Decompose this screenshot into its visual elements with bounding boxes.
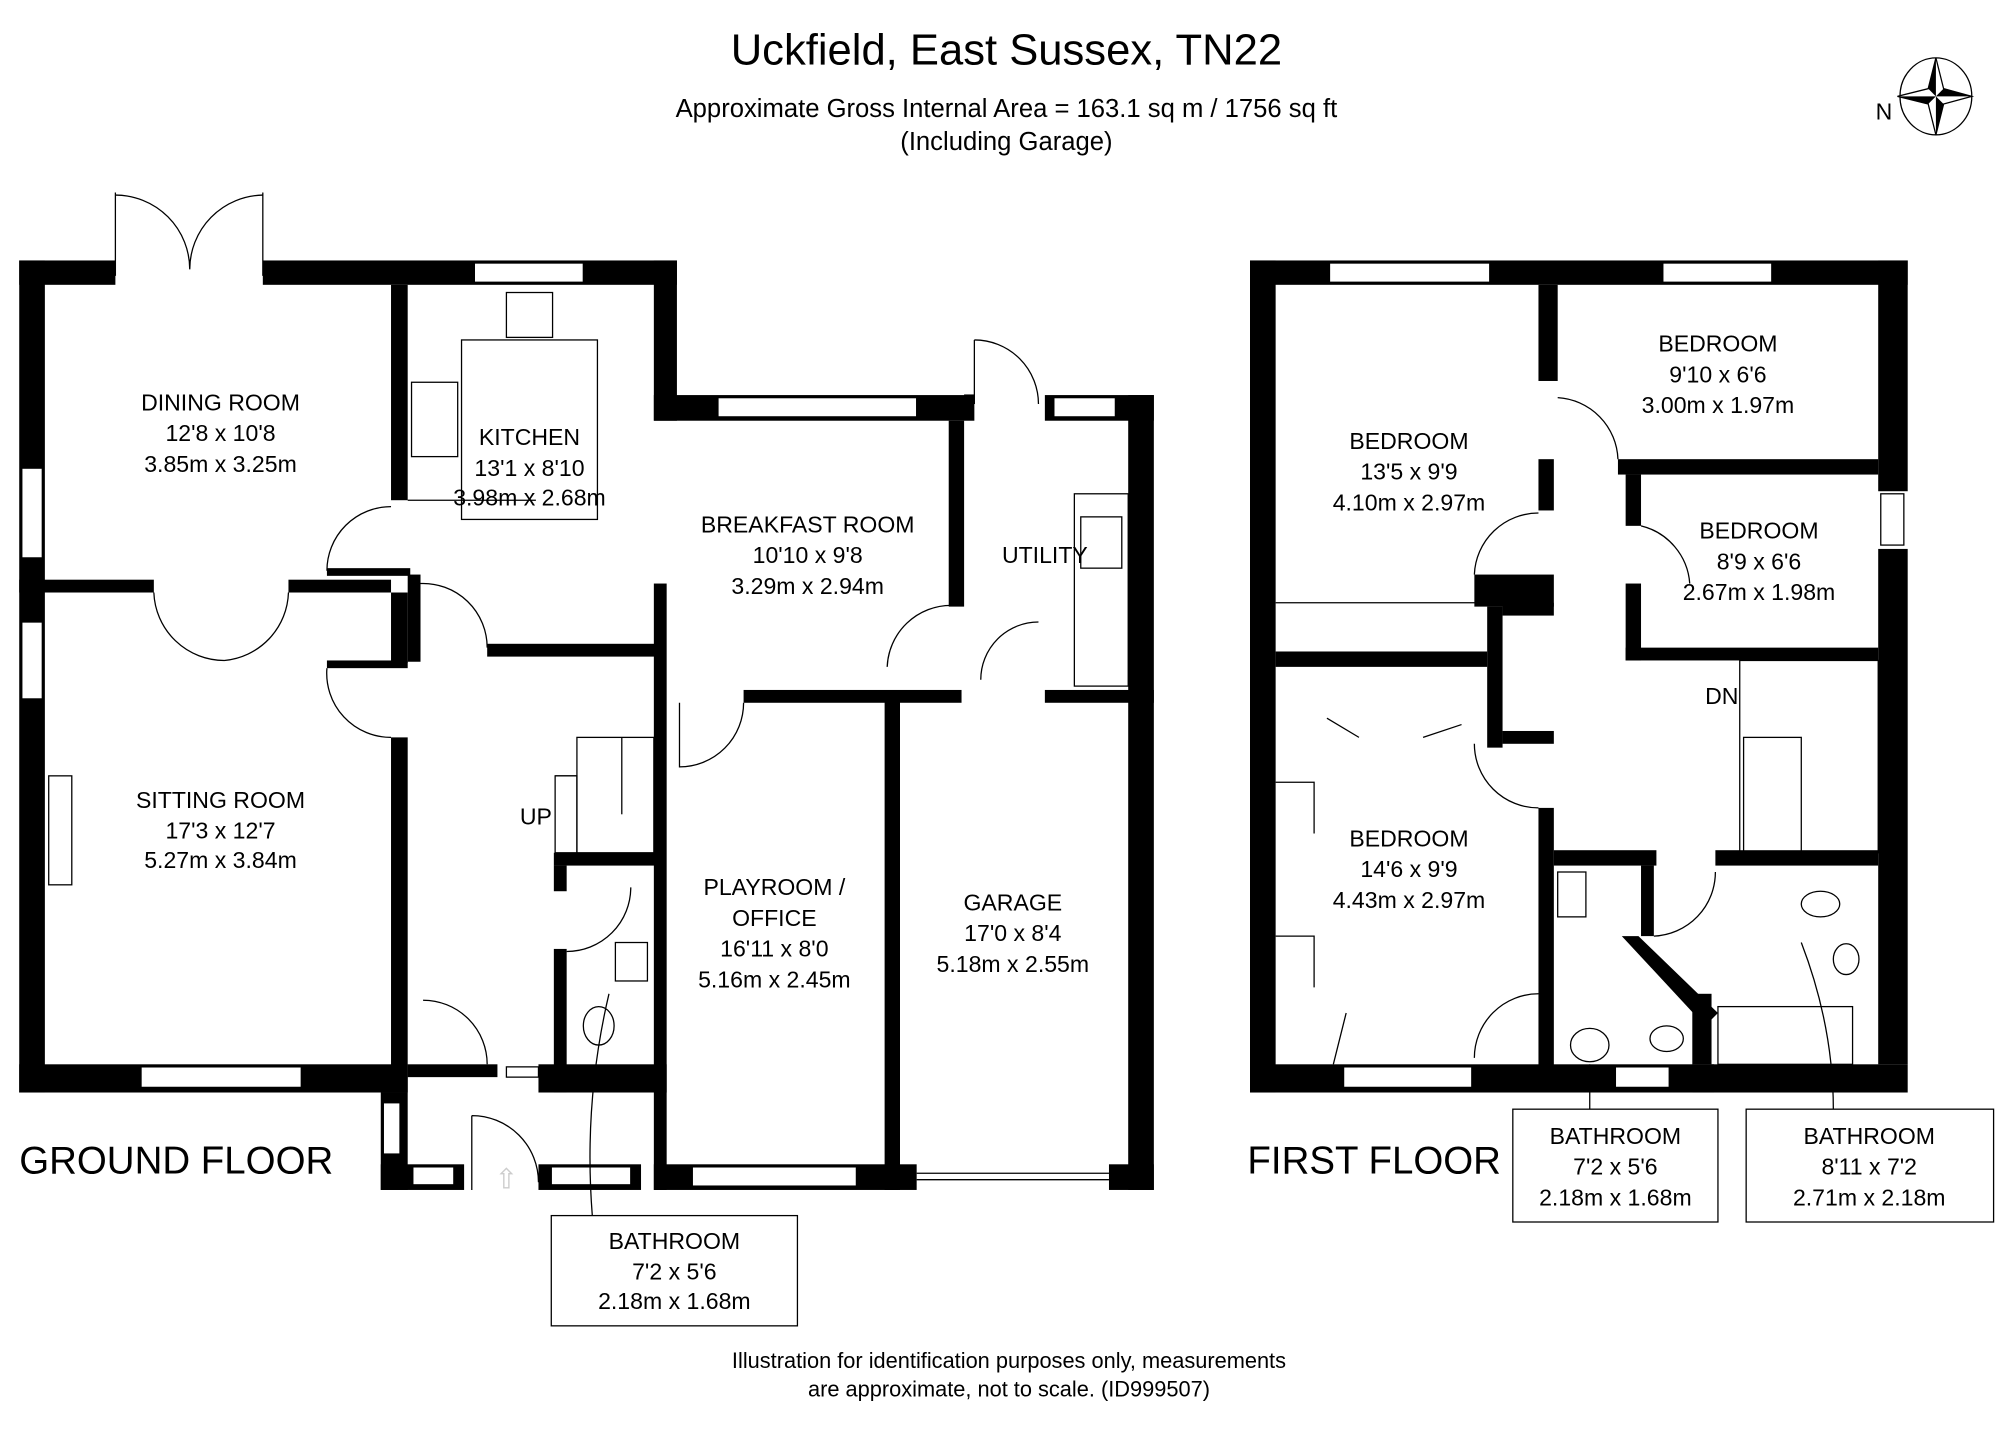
area-note: (Including Garage) <box>900 128 1112 156</box>
svg-text:PLAYROOM /: PLAYROOM / <box>703 874 845 900</box>
first-floor-walls <box>1250 260 1908 1093</box>
svg-text:2.71m x 2.18m: 2.71m x 2.18m <box>1793 1184 1946 1210</box>
svg-text:3.29m x 2.94m: 3.29m x 2.94m <box>731 573 884 599</box>
svg-text:5.16m x 2.45m: 5.16m x 2.45m <box>698 966 851 992</box>
svg-text:BATHROOM: BATHROOM <box>1550 1123 1682 1149</box>
room-bedroom-1: BEDROOM 13'5 x 9'9 4.10m x 2.97m <box>1333 428 1486 516</box>
svg-text:16'11 x 8'0: 16'11 x 8'0 <box>720 936 828 962</box>
svg-text:GARAGE: GARAGE <box>963 889 1062 915</box>
room-bedroom-3: BEDROOM 8'9 x 6'6 2.67m x 1.98m <box>1683 518 1836 606</box>
svg-text:4.43m x 2.97m: 4.43m x 2.97m <box>1333 887 1486 913</box>
gross-area: Approximate Gross Internal Area = 163.1 … <box>676 95 1338 123</box>
compass-label: N <box>1876 98 1893 124</box>
room-garage: GARAGE 17'0 x 8'4 5.18m x 2.55m <box>937 889 1090 977</box>
room-dining-room: DINING ROOM 12'8 x 10'8 3.85m x 3.25m <box>141 389 300 477</box>
svg-text:17'3 x 12'7: 17'3 x 12'7 <box>165 818 275 844</box>
svg-text:7'2 x 5'6: 7'2 x 5'6 <box>1573 1154 1657 1180</box>
svg-text:KITCHEN: KITCHEN <box>479 424 580 450</box>
svg-text:13'5 x 9'9: 13'5 x 9'9 <box>1360 459 1457 485</box>
svg-text:3.00m x 1.97m: 3.00m x 1.97m <box>1642 392 1795 418</box>
room-breakfast-room: BREAKFAST ROOM 10'10 x 9'8 3.29m x 2.94m <box>701 511 915 599</box>
svg-text:5.18m x 2.55m: 5.18m x 2.55m <box>937 951 1090 977</box>
stairs-down-label: DN <box>1705 683 1738 709</box>
svg-text:BATHROOM: BATHROOM <box>609 1228 741 1254</box>
svg-text:8'11 x 7'2: 8'11 x 7'2 <box>1821 1154 1917 1180</box>
svg-text:BEDROOM: BEDROOM <box>1658 330 1777 356</box>
svg-text:DINING ROOM: DINING ROOM <box>141 389 300 415</box>
plan-title: Uckfield, East Sussex, TN22 <box>731 26 1282 74</box>
room-bedroom-2: BEDROOM 9'10 x 6'6 3.00m x 1.97m <box>1642 330 1795 418</box>
room-bedroom-4: BEDROOM 14'6 x 9'9 4.43m x 2.97m <box>1333 825 1486 913</box>
svg-text:2.18m x 1.68m: 2.18m x 1.68m <box>1539 1184 1692 1210</box>
svg-text:12'8 x 10'8: 12'8 x 10'8 <box>165 420 275 446</box>
svg-text:BEDROOM: BEDROOM <box>1349 428 1468 454</box>
svg-text:4.10m x 2.97m: 4.10m x 2.97m <box>1333 489 1486 515</box>
room-utility: UTILITY <box>1002 542 1088 568</box>
svg-text:BATHROOM: BATHROOM <box>1803 1123 1935 1149</box>
ground-floor-walls <box>19 192 1154 1190</box>
svg-text:2.67m x 1.98m: 2.67m x 1.98m <box>1683 579 1836 605</box>
entrance-arrow-icon: ⇧ <box>495 1163 519 1195</box>
svg-text:14'6 x 9'9: 14'6 x 9'9 <box>1360 856 1457 882</box>
ground-floor-label: GROUND FLOOR <box>19 1139 333 1182</box>
stairs-up-label: UP <box>520 804 552 830</box>
svg-text:BEDROOM: BEDROOM <box>1699 518 1818 544</box>
svg-text:9'10 x 6'6: 9'10 x 6'6 <box>1669 361 1766 387</box>
room-bathroom-first-1: BATHROOM 7'2 x 5'6 2.18m x 1.68m <box>1512 1064 1719 1223</box>
room-sitting-room: SITTING ROOM 17'3 x 12'7 5.27m x 3.84m <box>48 775 305 886</box>
disclaimer-line-1: Illustration for identification purposes… <box>732 1348 1286 1373</box>
room-playroom-office: PLAYROOM / OFFICE 16'11 x 8'0 5.16m x 2.… <box>698 874 851 992</box>
svg-text:BREAKFAST ROOM: BREAKFAST ROOM <box>701 511 915 537</box>
room-bathroom-first-2: BATHROOM 8'11 x 7'2 2.71m x 2.18m <box>1745 942 1995 1223</box>
svg-text:5.27m x 3.84m: 5.27m x 3.84m <box>144 847 297 873</box>
svg-text:3.98m x 2.68m: 3.98m x 2.68m <box>453 484 606 510</box>
svg-text:2.18m x 1.68m: 2.18m x 1.68m <box>598 1288 751 1314</box>
svg-text:13'1 x 8'10: 13'1 x 8'10 <box>474 455 584 481</box>
disclaimer-line-2: are approximate, not to scale. (ID999507… <box>808 1376 1210 1401</box>
svg-text:7'2 x 5'6: 7'2 x 5'6 <box>632 1259 716 1285</box>
svg-text:8'9 x 6'6: 8'9 x 6'6 <box>1717 548 1801 574</box>
svg-text:10'10 x 9'8: 10'10 x 9'8 <box>753 542 863 568</box>
compass-icon <box>1897 57 1975 136</box>
room-kitchen: KITCHEN 13'1 x 8'10 3.98m x 2.68m <box>410 291 606 521</box>
svg-text:17'0 x 8'4: 17'0 x 8'4 <box>964 920 1061 946</box>
svg-text:BEDROOM: BEDROOM <box>1349 825 1468 851</box>
first-floor-label: FIRST FLOOR <box>1247 1139 1501 1182</box>
room-bathroom-ground: BATHROOM 7'2 x 5'6 2.18m x 1.68m <box>550 993 799 1327</box>
svg-text:OFFICE: OFFICE <box>732 905 817 931</box>
svg-text:SITTING ROOM: SITTING ROOM <box>136 787 305 813</box>
svg-text:3.85m x 3.25m: 3.85m x 3.25m <box>144 451 297 477</box>
